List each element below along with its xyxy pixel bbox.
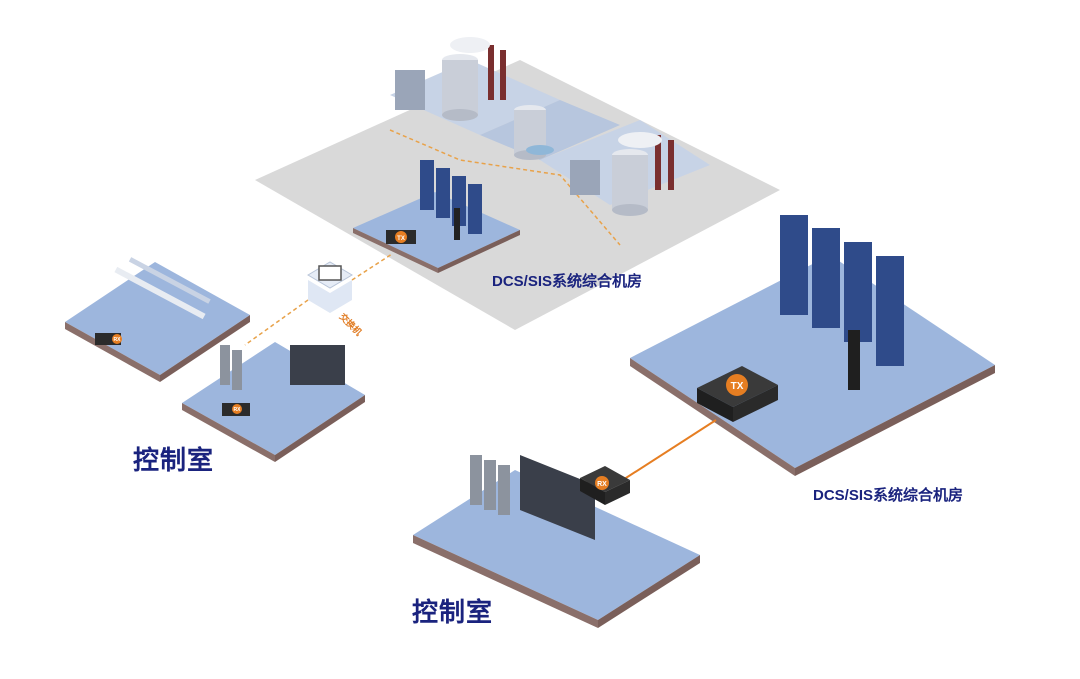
tx-badge-right [726,374,748,396]
rx-badge-left-b [232,404,242,414]
label-control-room-bottom: 控制室 [412,597,494,627]
switch-link-to-dcs [351,253,393,281]
tx-badge-top-label: TX [397,236,405,242]
rx-badge-bottom-label: RX [597,481,607,488]
power-plant-illustration [390,37,710,216]
rx-badge-left-b-label: RX [234,407,242,413]
rx-badge-bottom [595,476,609,490]
dcs-room-right [630,215,995,476]
control-room-left-upper [65,257,250,382]
tx-badge-top [395,231,407,243]
control-room-left-lower [182,342,365,462]
label-dcs-room-right: DCS/SIS系统综合机房 [813,487,964,504]
control-room-bottom [413,455,700,628]
switch-link-to-control [244,299,309,346]
network-switch [307,261,353,313]
tx-rx-link [614,419,717,486]
dcs-room-top [353,160,520,273]
tx-badge-right-label: TX [731,381,744,392]
rx-badge-left-a-label: RX [114,337,122,343]
label-control-room-left: 控制室 [133,445,215,475]
rx-badge-left-a [112,334,122,344]
plant-dashed-link [389,129,621,246]
label-dcs-room-top: DCS/SIS系统综合机房 [492,273,643,290]
